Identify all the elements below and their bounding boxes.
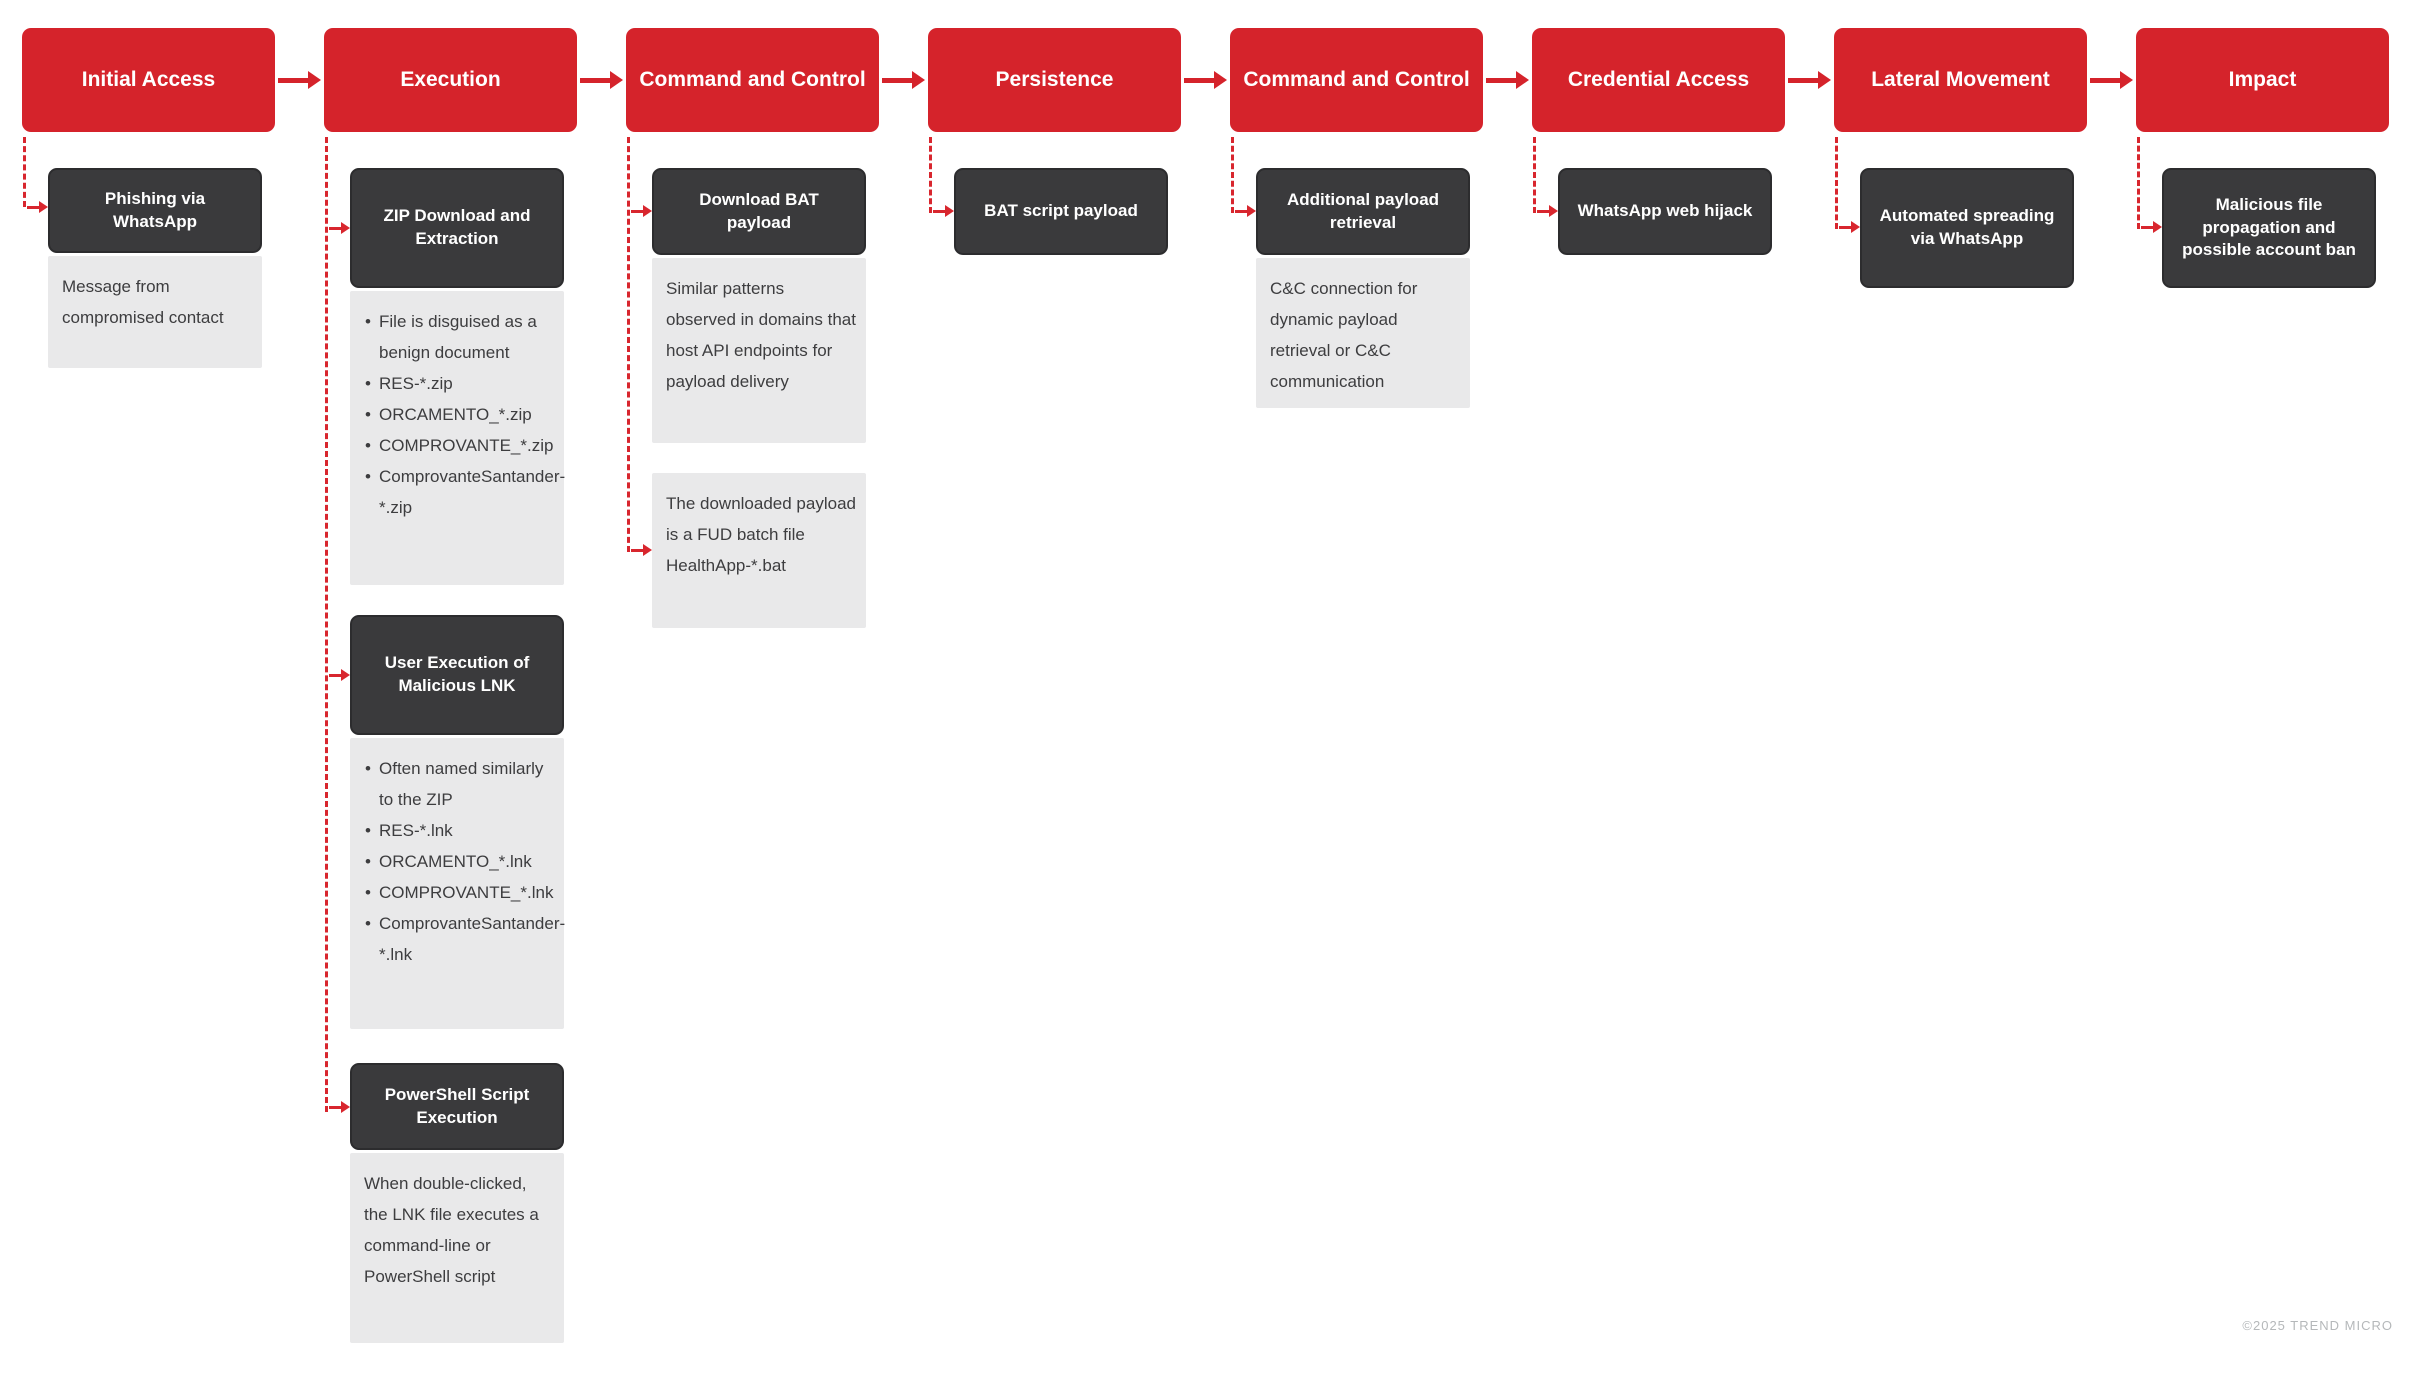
flow-arrow-icon	[1788, 67, 1831, 93]
phase-column-lateral-movement: Lateral Movement Automated spreading via…	[1834, 0, 2087, 1397]
detail-text: C&C connection for dynamic payload retri…	[1270, 279, 1418, 391]
dashed-arrow-icon	[329, 668, 350, 682]
technique-box: BAT script payload	[954, 168, 1168, 255]
phase-header: Impact	[2136, 28, 2389, 132]
technique-box: User Execution of Malicious LNK	[350, 615, 564, 735]
dashed-drop-line	[929, 137, 932, 213]
dashed-arrow-icon	[933, 204, 954, 218]
phase-column-credential-access: Credential Access WhatsApp web hijack	[1532, 0, 1785, 1397]
phase-column-execution: Execution ZIP Download and Extraction Fi…	[324, 0, 577, 1397]
list-item: COMPROVANTE_*.zip	[364, 430, 554, 461]
technique-box: Additional payload retrieval	[1256, 168, 1470, 255]
detail-box: The downloaded payload is a FUD batch fi…	[652, 473, 866, 628]
flow-arrow-icon	[2090, 67, 2133, 93]
detail-text: Similar patterns observed in domains tha…	[666, 279, 856, 391]
technique-box: Phishing via WhatsApp	[48, 168, 262, 253]
technique-box: Malicious file propagation and possible …	[2162, 168, 2376, 288]
flow-arrow-icon	[278, 67, 321, 93]
detail-box: C&C connection for dynamic payload retri…	[1256, 258, 1470, 408]
phase-header: Credential Access	[1532, 28, 1785, 132]
dashed-arrow-icon	[1235, 204, 1256, 218]
flow-arrow-icon	[882, 67, 925, 93]
phase-column-initial-access: Initial Access Phishing via WhatsApp Mes…	[22, 0, 275, 1397]
phase-header: Command and Control	[626, 28, 879, 132]
dashed-drop-line	[1533, 137, 1536, 213]
list-item: Often named similarly to the ZIP	[364, 753, 554, 815]
dashed-arrow-icon	[329, 1100, 350, 1114]
phase-column-impact: Impact Malicious file propagation and po…	[2136, 0, 2389, 1397]
dashed-drop-line	[325, 137, 328, 1112]
list-item: ComprovanteSantander-*.lnk	[364, 908, 565, 970]
dashed-arrow-icon	[1537, 204, 1558, 218]
dashed-arrow-icon	[27, 200, 48, 214]
flow-arrow-icon	[1486, 67, 1529, 93]
dashed-drop-line	[1835, 137, 1838, 229]
phase-header: Lateral Movement	[1834, 28, 2087, 132]
technique-box: WhatsApp web hijack	[1558, 168, 1772, 255]
dashed-arrow-icon	[1839, 220, 1860, 234]
dashed-arrow-icon	[631, 204, 652, 218]
phase-header: Persistence	[928, 28, 1181, 132]
list-item: RES-*.lnk	[364, 815, 554, 846]
detail-box: Message from compromised contact	[48, 256, 262, 368]
phase-header: Command and Control	[1230, 28, 1483, 132]
dashed-drop-line	[2137, 137, 2140, 229]
list-item: ORCAMENTO_*.lnk	[364, 846, 554, 877]
dashed-arrow-icon	[329, 221, 350, 235]
phase-column-persistence: Persistence BAT script payload	[928, 0, 1181, 1397]
technique-box: Automated spreading via WhatsApp	[1860, 168, 2074, 288]
list-item: ORCAMENTO_*.zip	[364, 399, 554, 430]
technique-box: ZIP Download and Extraction	[350, 168, 564, 288]
flow-arrow-icon	[580, 67, 623, 93]
dashed-drop-line	[1231, 137, 1234, 213]
detail-text: When double-clicked, the LNK file execut…	[364, 1174, 539, 1286]
phase-header: Initial Access	[22, 28, 275, 132]
dashed-arrow-icon	[2141, 220, 2162, 234]
list-item: COMPROVANTE_*.lnk	[364, 877, 554, 908]
detail-box: Similar patterns observed in domains tha…	[652, 258, 866, 443]
list-item: ComprovanteSantander-*.zip	[364, 461, 565, 523]
detail-text: Message from compromised contact	[62, 277, 224, 327]
detail-box: When double-clicked, the LNK file execut…	[350, 1153, 564, 1343]
phase-column-command-and-control-1: Command and Control Download BAT payload…	[626, 0, 879, 1397]
dashed-arrow-icon	[631, 543, 652, 557]
dashed-drop-line	[627, 137, 630, 552]
technique-box: Download BAT payload	[652, 168, 866, 255]
detail-box: Often named similarly to the ZIP RES-*.l…	[350, 738, 565, 1029]
flow-arrow-icon	[1184, 67, 1227, 93]
detail-box: File is disguised as a benign document R…	[350, 291, 565, 585]
phase-header: Execution	[324, 28, 577, 132]
technique-box: PowerShell Script Execution	[350, 1063, 564, 1150]
dashed-drop-line	[23, 137, 26, 207]
list-item: RES-*.zip	[364, 368, 554, 399]
detail-text: The downloaded payload is a FUD batch fi…	[666, 494, 856, 575]
phase-column-command-and-control-2: Command and Control Additional payload r…	[1230, 0, 1483, 1397]
copyright-footer: ©2025 TREND MICRO	[2242, 1318, 2393, 1333]
list-item: File is disguised as a benign document	[364, 306, 554, 368]
